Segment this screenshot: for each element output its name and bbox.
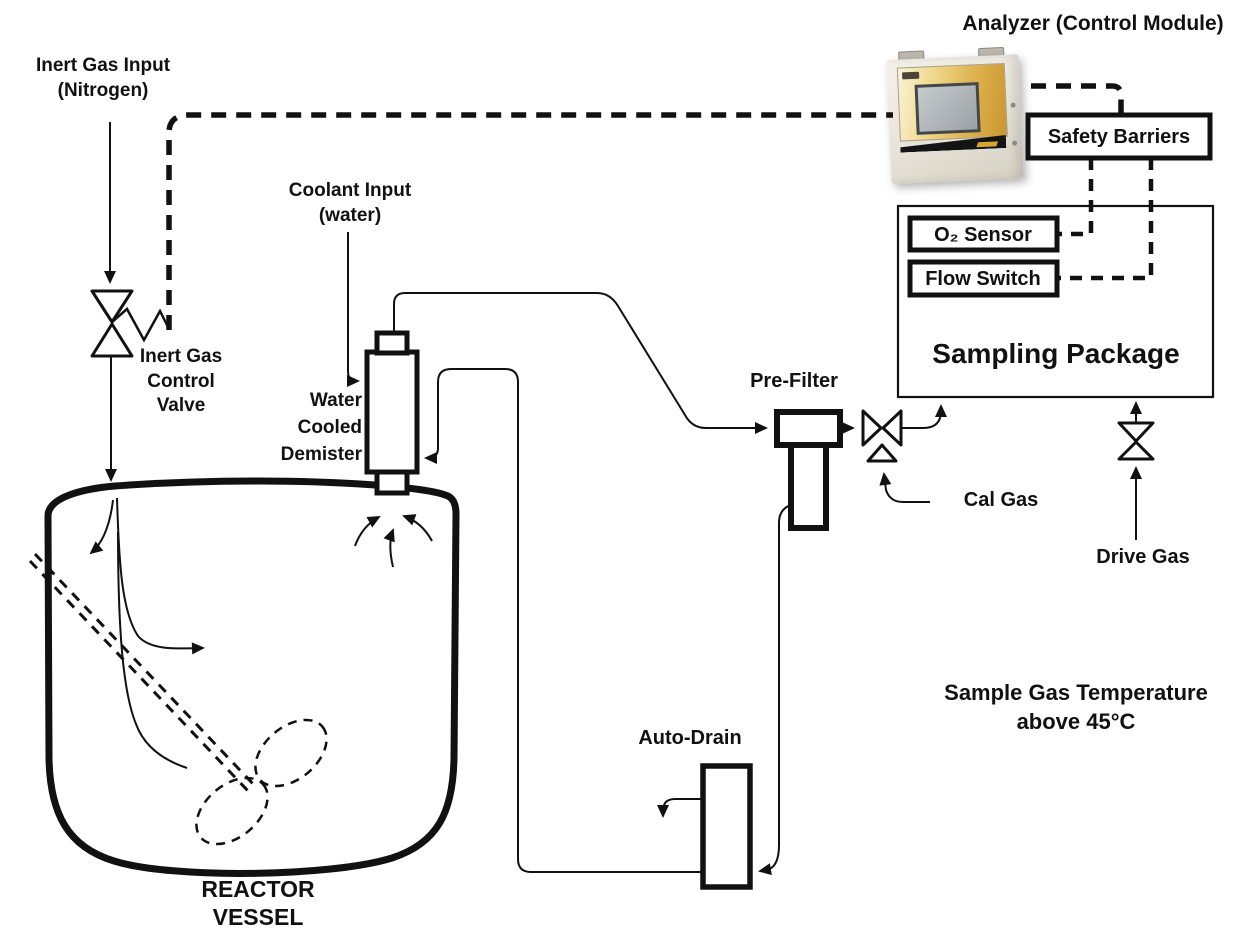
impeller-blade bbox=[254, 718, 328, 788]
three-way-valve-icon bbox=[881, 409, 903, 447]
reactor-vessel-label: REACTOR VESSEL bbox=[201, 876, 315, 930]
demister-return-line bbox=[424, 368, 703, 873]
analyzer-latch-screw bbox=[1010, 102, 1016, 108]
reactor-vessel-outline bbox=[44, 477, 460, 877]
control-valve-icon bbox=[90, 322, 134, 358]
auto-drain-body bbox=[700, 763, 753, 890]
drive-gas-valve-icon bbox=[1117, 440, 1155, 461]
cal-gas-label: Cal Gas bbox=[963, 489, 1039, 511]
prefilter-head bbox=[774, 409, 843, 448]
sample-gas-temperature-note: Sample Gas Temperature above 45°C bbox=[944, 680, 1208, 735]
three-way-valve-icon bbox=[861, 409, 883, 447]
sample-to-package-line bbox=[902, 404, 947, 429]
water-cooled-demister-label: Water Cooled Demister bbox=[280, 390, 362, 465]
control-valve-icon bbox=[90, 289, 134, 324]
pre-filter-label: Pre-Filter bbox=[750, 370, 838, 392]
impeller-blade bbox=[195, 776, 269, 846]
valve-spring-actuator-icon bbox=[111, 307, 170, 343]
sample-line-demister-to-prefilter bbox=[393, 292, 768, 434]
analyzer-title: Analyzer (Control Module) bbox=[962, 12, 1224, 35]
inert-gas-input-label: Inert Gas Input (Nitrogen) bbox=[35, 55, 171, 101]
coolant-feed-line bbox=[347, 232, 360, 387]
drive-gas-valve-icon bbox=[1117, 421, 1155, 443]
drive-gas-label: Drive Gas bbox=[1096, 546, 1190, 568]
safety-barriers-label: Safety Barriers bbox=[1047, 126, 1191, 148]
vessel-flow-arrow bbox=[354, 516, 381, 547]
agitator-shaft bbox=[28, 559, 252, 795]
o2-sensor-label: O₂ Sensor bbox=[934, 224, 1032, 246]
demister-body bbox=[364, 349, 420, 475]
auto-drain-label: Auto-Drain bbox=[638, 727, 742, 749]
analyzer-stripe-logo bbox=[976, 141, 998, 147]
cal-gas-feed-line bbox=[879, 472, 930, 503]
auto-drain-outlet-arrow bbox=[657, 798, 703, 818]
flow-switch-label: Flow Switch bbox=[925, 268, 1041, 290]
valve-signal-line bbox=[166, 112, 893, 330]
agitator-shaft bbox=[33, 552, 257, 788]
prefilter-bowl bbox=[788, 441, 829, 531]
flow-switch-signal-line bbox=[1059, 158, 1154, 281]
analyzer-brand-logo bbox=[902, 71, 920, 80]
demister-bottom-cap bbox=[374, 468, 410, 496]
analyzer-device bbox=[882, 43, 1036, 191]
analyzer-front-panel bbox=[896, 62, 1008, 142]
vessel-flow-arrow bbox=[89, 499, 114, 555]
prefilter-drain-line bbox=[758, 504, 792, 876]
demister-top-cap bbox=[374, 330, 410, 356]
three-way-valve-icon bbox=[866, 443, 898, 463]
vessel-flow-streamline bbox=[117, 531, 188, 769]
vessel-flow-arrow bbox=[116, 497, 205, 655]
analyzer-signal-line bbox=[1031, 83, 1124, 114]
o2-sensor-signal-line bbox=[1059, 158, 1094, 237]
inert-gas-control-valve-label: Inert Gas Control Valve bbox=[139, 346, 223, 417]
sampling-package-label: Sampling Package bbox=[932, 337, 1180, 369]
analyzer-latch-screw bbox=[1012, 140, 1018, 146]
vessel-flow-arrow bbox=[383, 528, 395, 568]
vessel-flow-arrow bbox=[402, 514, 433, 542]
analyzer-display-screen bbox=[914, 82, 981, 135]
coolant-input-label: Coolant Input (water) bbox=[288, 180, 412, 226]
analyzer-enclosure bbox=[886, 54, 1024, 184]
